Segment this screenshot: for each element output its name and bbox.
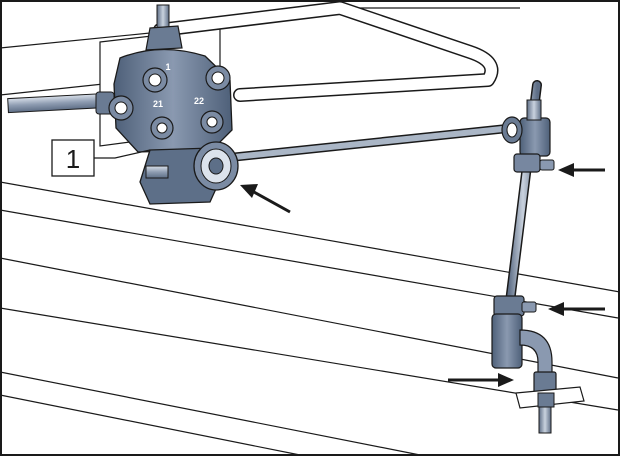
callout-number: 1 bbox=[66, 144, 80, 174]
mounting-bracket bbox=[515, 386, 585, 434]
port-label-1: 1 bbox=[165, 62, 170, 72]
upper-tee-fitting bbox=[501, 99, 555, 173]
connecting-rod-pipe bbox=[220, 123, 517, 163]
arrow-valve-fitting-icon bbox=[240, 184, 291, 214]
bent-air-line bbox=[153, 1, 499, 102]
protection-valve bbox=[108, 4, 239, 205]
indicator-arrows bbox=[240, 163, 605, 387]
port-label-21: 21 bbox=[153, 99, 163, 109]
inlet-pipe bbox=[7, 91, 115, 115]
callout-leader-line bbox=[94, 149, 151, 159]
callout-1: 1 bbox=[51, 139, 151, 177]
port-label-22: 22 bbox=[194, 96, 204, 106]
lower-tee-fitting bbox=[491, 295, 557, 395]
callout-box bbox=[51, 139, 95, 177]
arrow-elbow-icon bbox=[448, 373, 514, 387]
arrow-upper-tee-icon bbox=[558, 163, 605, 177]
arrow-lower-tee-icon bbox=[548, 302, 605, 316]
